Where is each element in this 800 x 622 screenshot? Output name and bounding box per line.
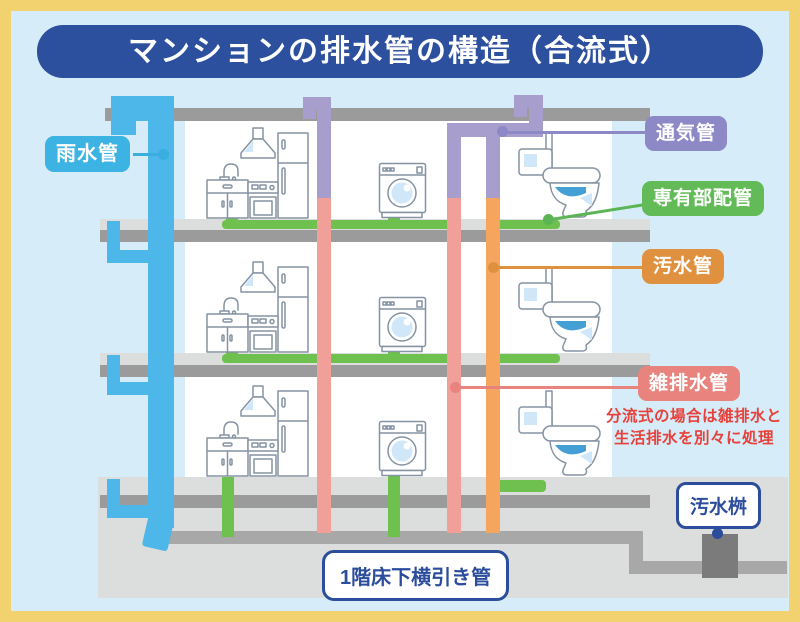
vent-leader-line [503, 131, 645, 134]
toilet-icon [506, 266, 602, 353]
page-title: マンションの排水管の構造（合流式） [37, 25, 763, 78]
misc-drain-stack-b [447, 198, 461, 533]
washing-machine-icon [378, 420, 428, 477]
floor2-slab [100, 365, 650, 377]
vent-leader-dot [497, 126, 508, 137]
balcony-drain-floor2-arm [107, 382, 163, 395]
rain-downpipe-top-stub [111, 121, 136, 135]
underfloor-horizontal-pipe [160, 531, 642, 544]
misc-leader-line [459, 386, 638, 389]
underfloor-pipe-label: 1階床下横引き管 [322, 550, 510, 601]
vent-stack-a [317, 97, 331, 198]
vent-stack-b [447, 123, 461, 198]
toilet-icon [506, 132, 602, 219]
rain-pipe-label: 雨水管 [45, 136, 130, 172]
private-piping-label: 専有部配管 [642, 181, 765, 216]
vent-roof-goose-stub [514, 108, 527, 117]
misc-leader-dot [450, 382, 461, 393]
misc-drain-stack-a [317, 198, 331, 533]
soil-leader-dot [488, 262, 499, 273]
floor3-slab [100, 230, 650, 242]
rain-downpipe-top-arm [111, 96, 174, 121]
toilet-icon [506, 390, 602, 477]
rain-downpipe [148, 96, 174, 528]
private-pipe-floor1-washer-drop [388, 468, 400, 537]
private-pipe-floor2-kitchen-run [222, 354, 447, 363]
washing-machine-icon [378, 296, 428, 353]
note-line-2: 生活排水を別々に処理 [613, 430, 774, 448]
roof-slab [105, 108, 650, 121]
soil-pipe-label: 汚水管 [642, 249, 725, 284]
private-pipe-floor1-sink-drop [222, 477, 234, 537]
soil-leader-line [496, 266, 642, 269]
soil-stack [486, 198, 500, 533]
vent-roof-goose-arm [514, 95, 543, 108]
kitchen-icon [196, 127, 311, 219]
kitchen-icon [196, 385, 311, 477]
private-pipe-floor2-toilet-run [493, 354, 560, 363]
private-pipe-floor3-toilet-run [493, 220, 560, 229]
note-line-1: 分流式の場合は雑排水と [605, 408, 782, 425]
kitchen-icon [196, 261, 311, 353]
washing-machine-icon [378, 162, 428, 219]
balcony-drain-floor3-arm [107, 250, 163, 263]
balcony-drain-floor1-arm [107, 505, 163, 518]
misc-drain-pipe-label: 雑排水管 [638, 366, 741, 401]
floor1-slab [100, 495, 650, 508]
private-leader-dot [543, 214, 554, 225]
separate-system-note: 分流式の場合は雑排水と 生活排水を別々に処理 [594, 406, 794, 451]
sewage-basin-label: 汚水桝 [676, 482, 762, 529]
rain-leader-dot [158, 149, 169, 160]
vent-pipe-label: 通気管 [645, 116, 728, 151]
rain-leader-line [133, 153, 167, 156]
basin-leader-dot [712, 528, 723, 539]
vent-stack-c [486, 123, 500, 198]
sewage-basin-box [702, 534, 738, 578]
vent-stack-a-goose-stub [303, 110, 316, 119]
private-pipe-floor1-toilet-run [492, 480, 546, 492]
private-pipe-floor3-kitchen-run [222, 220, 447, 229]
